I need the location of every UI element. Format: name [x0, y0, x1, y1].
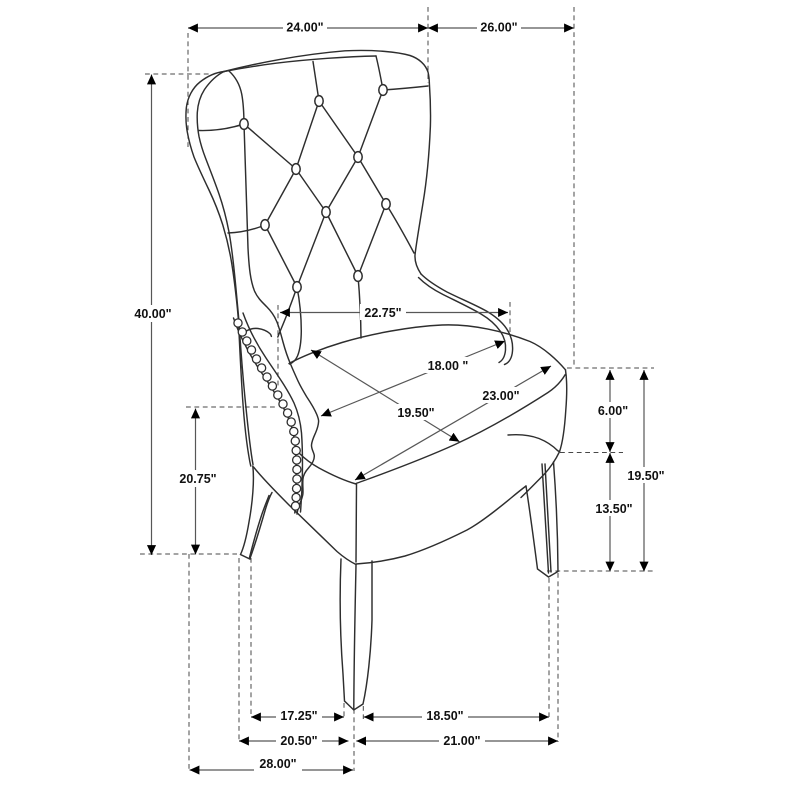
svg-text:24.00": 24.00"	[286, 21, 323, 35]
svg-text:17.25": 17.25"	[280, 709, 317, 723]
svg-text:22.75": 22.75"	[364, 306, 401, 320]
svg-text:20.75": 20.75"	[179, 472, 216, 486]
svg-text:13.50": 13.50"	[595, 502, 632, 516]
svg-text:23.00": 23.00"	[482, 389, 519, 403]
svg-text:21.00": 21.00"	[443, 734, 480, 748]
svg-text:26.00": 26.00"	[480, 21, 517, 35]
svg-text:18.50": 18.50"	[426, 709, 463, 723]
svg-text:19.50": 19.50"	[627, 469, 664, 483]
svg-text:18.00 ": 18.00 "	[428, 359, 469, 373]
svg-text:19.50": 19.50"	[397, 406, 434, 420]
svg-text:28.00": 28.00"	[259, 757, 296, 771]
svg-text:40.00": 40.00"	[134, 307, 171, 321]
svg-text:6.00": 6.00"	[598, 404, 628, 418]
svg-text:20.50": 20.50"	[280, 734, 317, 748]
